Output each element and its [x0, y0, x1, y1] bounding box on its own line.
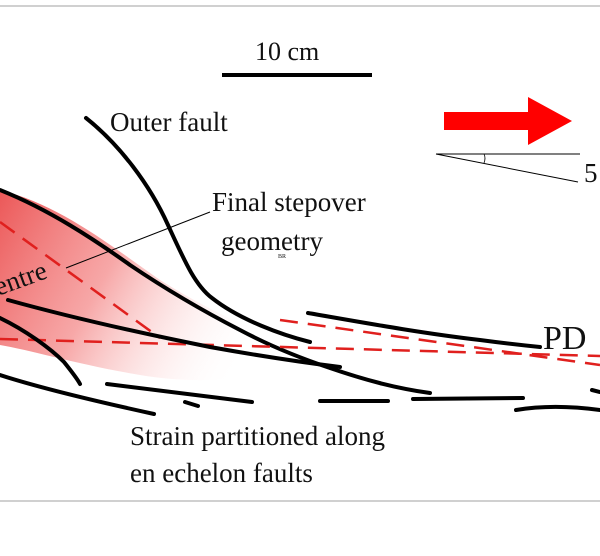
outer-fault-label: Outer fault [110, 107, 228, 137]
strain-label-line1: Strain partitioned along [130, 421, 385, 451]
pdz-label: PD [543, 320, 586, 357]
angle-indicator [435, 153, 580, 183]
fault-segment-echelon-2 [183, 400, 200, 408]
dashed-trace-middle [0, 337, 600, 358]
fault-segment-long [6, 298, 342, 369]
stepover-shaded-zone [0, 190, 304, 381]
outer-fault-trace [84, 116, 312, 344]
fault-segment-right-low [514, 405, 600, 412]
final-stepover-label-line1: Final stepover [212, 187, 366, 217]
right-arrow-icon [444, 97, 572, 145]
fault-segment-upper-right [306, 311, 542, 349]
fault-segment-echelon-1 [105, 382, 254, 404]
dashed-trace-upper [0, 220, 161, 340]
dashed-trace-lower [279, 318, 600, 367]
final-stepover-leader [65, 211, 211, 269]
fault-segment-left-lower [0, 373, 156, 416]
strain-label-line2: en echelon faults [130, 458, 313, 488]
fault-segment-echelon-4 [411, 396, 525, 401]
angle-label: 5 [584, 158, 598, 188]
inner-fault-trace [0, 188, 432, 395]
fault-segment-right-end [590, 388, 600, 394]
br-mark: BR [278, 254, 286, 260]
final-stepover-label-line2: geometry [221, 226, 323, 256]
scale-bar-label: 10 cm [255, 37, 319, 66]
fault-segment-left-curve [0, 316, 82, 386]
